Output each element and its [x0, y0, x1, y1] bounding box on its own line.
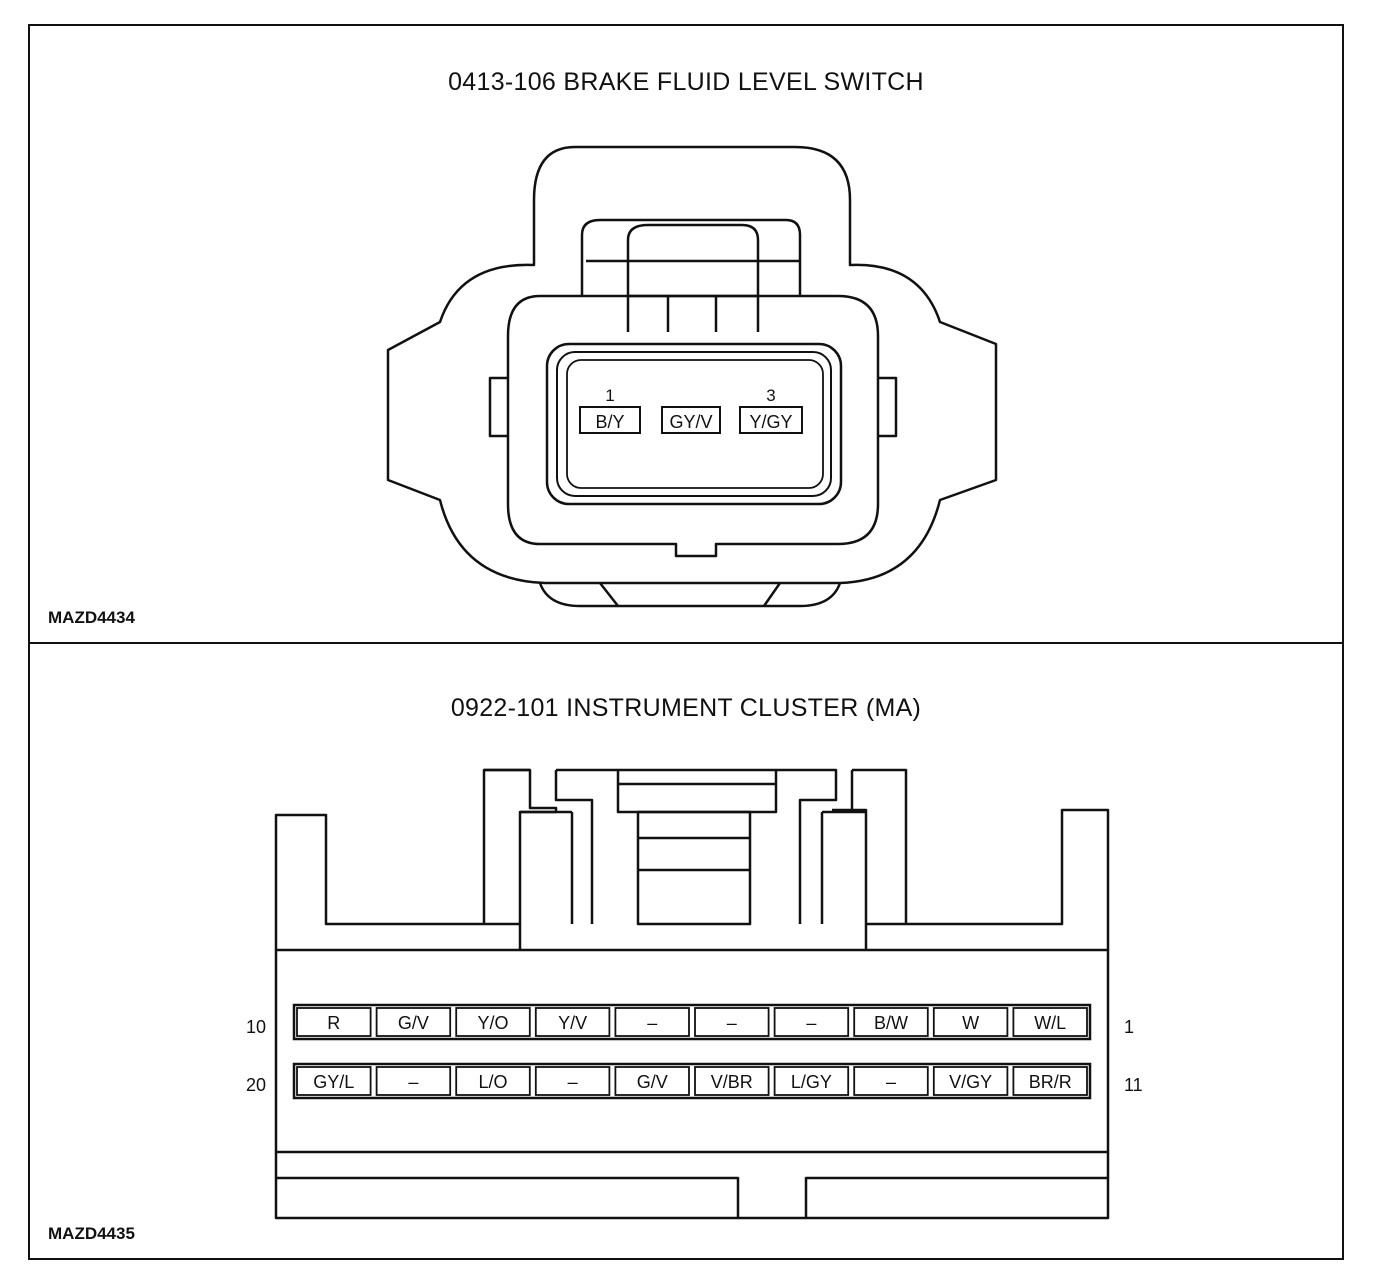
row2-left-pin-number: 20 [246, 1075, 266, 1095]
pin-wire-color-label: Y/GY [749, 412, 792, 432]
brake-switch-figure-id: MAZD4434 [48, 608, 135, 627]
pin-box [739, 406, 803, 434]
cluster-pin-row1-6: – [694, 1007, 770, 1037]
cluster-pin-row1-2: G/V [375, 1007, 452, 1037]
pin-cell [932, 1007, 1009, 1037]
cluster-pin-row1-7: – [773, 1007, 850, 1037]
cluster-pin-row2-10: BR/R [1012, 1066, 1088, 1096]
cluster-pin-row2-9: V/GY [932, 1066, 1009, 1096]
pin-wire-color-label: W/L [1034, 1013, 1066, 1033]
cluster-pin-row1-8: B/W [853, 1007, 929, 1037]
pin-wire-color-label: V/BR [711, 1072, 753, 1092]
pin-cell [853, 1007, 929, 1037]
cluster-pin-row2-1: GY/L [296, 1066, 372, 1096]
pin-wire-color-label: GY/L [313, 1072, 354, 1092]
cluster-pin-row1-9: W [932, 1007, 1009, 1037]
pin-cell [853, 1066, 929, 1096]
pin-cell [375, 1007, 452, 1037]
pin-cell [694, 1007, 770, 1037]
pin-cell [614, 1066, 690, 1096]
row2-right-pin-number: 11 [1124, 1075, 1143, 1095]
pin-cell [773, 1007, 850, 1037]
pin-wire-color-label: GY/V [669, 412, 712, 432]
pin-wire-color-label: – [727, 1013, 737, 1033]
pin-wire-color-label: G/V [637, 1072, 668, 1092]
cluster-pin-row2-5: G/V [614, 1066, 690, 1096]
brake-switch-pin-group: 1 3 B/Y GY/V Y/GY [579, 386, 803, 434]
pin-wire-color-label: – [806, 1013, 816, 1033]
brake-switch-pin-2: GY/V [661, 406, 721, 434]
pin-cell [375, 1066, 452, 1096]
instrument-cluster-pin-grid: R G/V Y/O Y/V – – – B/W W W/L GY/L – L/O – G/V V/BR L/GY… [292, 1003, 1092, 1100]
instrument-cluster-title: 0922-101 INSTRUMENT CLUSTER (MA) [450, 694, 922, 722]
pin-box [661, 406, 721, 434]
cluster-pin-row2-2: – [375, 1066, 452, 1096]
instrument-cluster-connector-outline [274, 768, 1110, 1220]
instrument-cluster-figure-id: MAZD4435 [48, 1224, 135, 1243]
pin-row-1-frame [292, 1003, 1092, 1041]
pin-wire-color-label: B/Y [595, 412, 624, 432]
cluster-pin-row2-3: L/O [455, 1066, 531, 1096]
cluster-pin-row1-5: – [614, 1007, 690, 1037]
cluster-pin-row1-4: Y/V [534, 1007, 611, 1037]
pin-wire-color-label: R [327, 1013, 340, 1033]
brake-switch-connector-outline [386, 145, 998, 608]
pin-wire-color-label: W [962, 1013, 979, 1033]
pin-wire-color-label: – [886, 1072, 896, 1092]
pin-cell [932, 1066, 1009, 1096]
pin-cell [1012, 1066, 1088, 1096]
pin-wire-color-label: – [408, 1072, 418, 1092]
pin-cell [773, 1066, 850, 1096]
cluster-pin-row1-1: R [296, 1007, 372, 1037]
pin-cell [455, 1066, 531, 1096]
pin-cell [694, 1066, 770, 1096]
pin-cell [455, 1007, 531, 1037]
pin-cell [296, 1066, 372, 1096]
pin-wire-color-label: B/W [874, 1013, 908, 1033]
pin-cell [1012, 1007, 1088, 1037]
instrument-cluster-panel: 0922-101 INSTRUMENT CLUSTER (MA) MAZD443… [28, 642, 1344, 1260]
cluster-pin-row1-10: W/L [1012, 1007, 1088, 1037]
pin-wire-color-label: – [647, 1013, 657, 1033]
pin-row-2-frame [292, 1062, 1092, 1100]
pin-wire-color-label: L/GY [791, 1072, 832, 1092]
cluster-pin-row2-4: – [534, 1066, 611, 1096]
pin-wire-color-label: G/V [398, 1013, 429, 1033]
pin-number-1: 1 [605, 386, 614, 405]
pin-wire-color-label: Y/O [477, 1013, 508, 1033]
pin-cell [534, 1007, 611, 1037]
pin-wire-color-label: L/O [478, 1072, 507, 1092]
pin-wire-color-label: – [568, 1072, 578, 1092]
pin-wire-color-label: BR/R [1029, 1072, 1072, 1092]
pin-cell [296, 1007, 372, 1037]
pin-number-3: 3 [766, 386, 775, 405]
cluster-pin-row2-7: L/GY [773, 1066, 850, 1096]
pin-wire-color-label: Y/V [558, 1013, 587, 1033]
cluster-pin-row2-6: V/BR [694, 1066, 770, 1096]
cluster-pin-row2-8: – [853, 1066, 929, 1096]
brake-switch-pin-3: Y/GY [739, 406, 803, 434]
pin-cell [534, 1066, 611, 1096]
brake-switch-pin-1: B/Y [579, 406, 641, 434]
brake-switch-title: 0413-106 BRAKE FLUID LEVEL SWITCH [448, 68, 924, 96]
pin-box [579, 406, 641, 434]
row1-right-pin-number: 1 [1124, 1017, 1134, 1037]
row1-left-pin-number: 10 [246, 1017, 266, 1037]
pin-cell [614, 1007, 690, 1037]
cluster-pin-row1-3: Y/O [455, 1007, 531, 1037]
pin-wire-color-label: V/GY [949, 1072, 992, 1092]
